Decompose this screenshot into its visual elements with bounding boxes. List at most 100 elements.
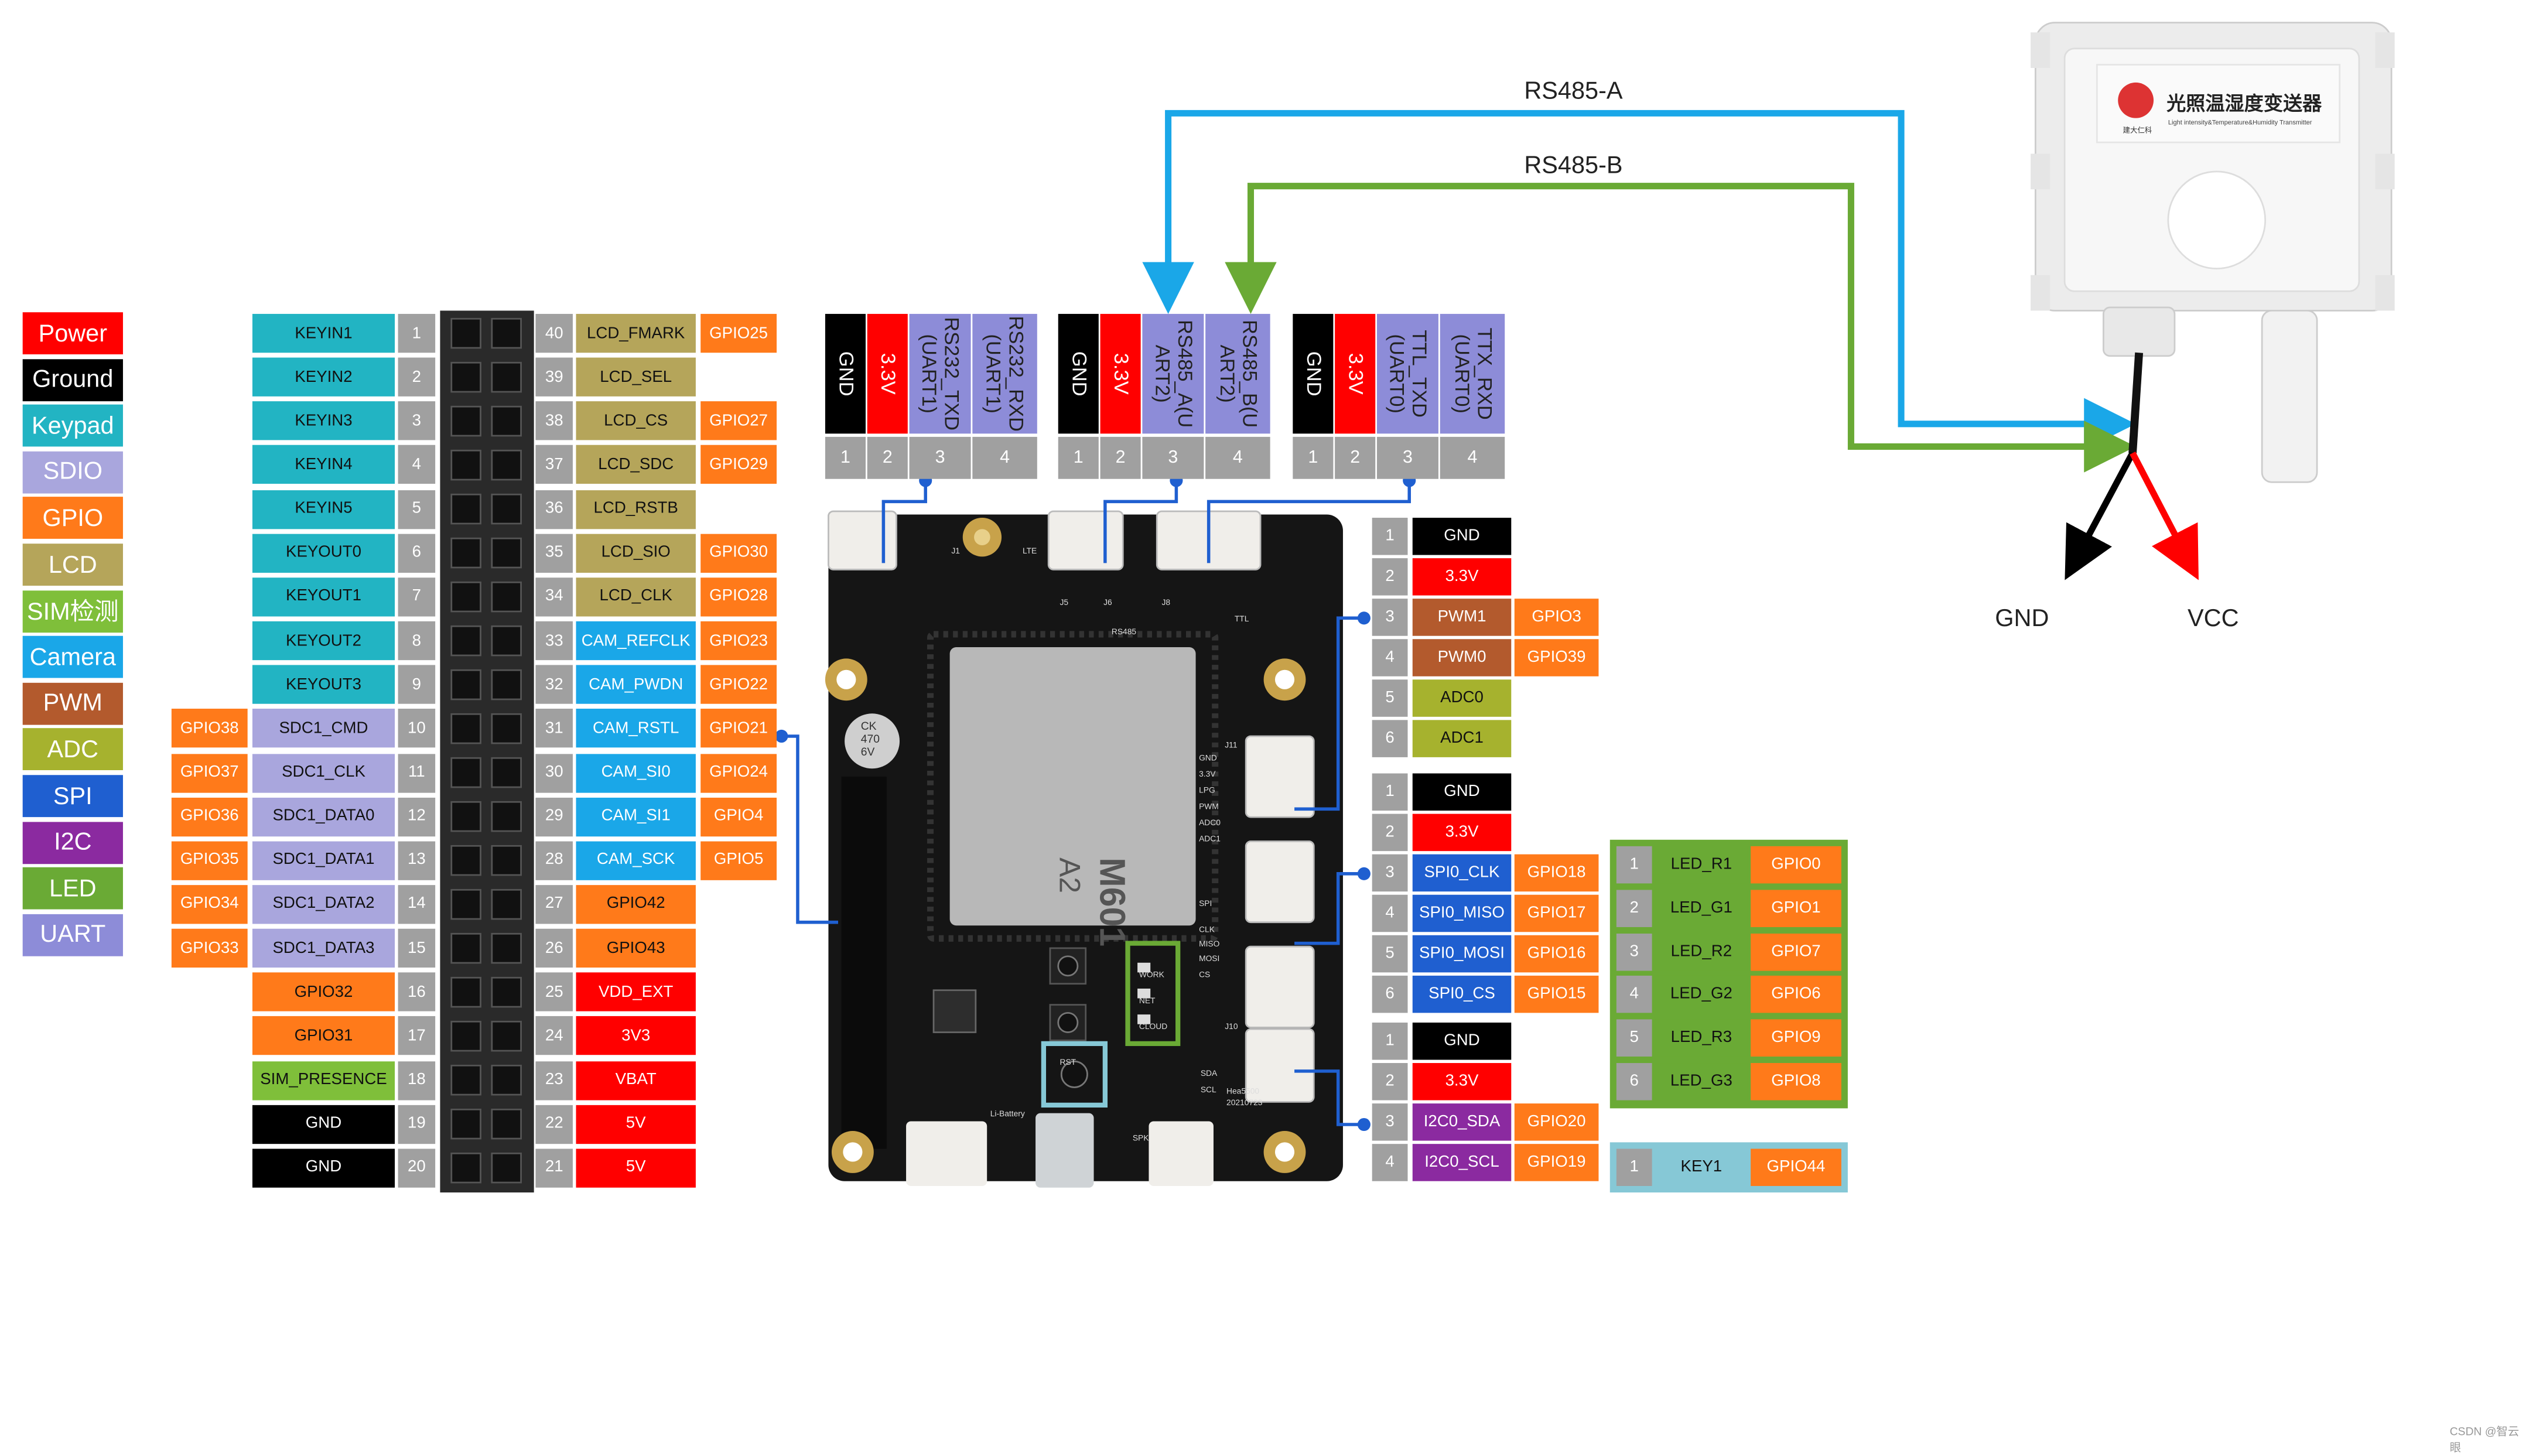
key1-button: [1060, 1060, 1088, 1088]
right-gpio-32: GPIO22: [700, 665, 777, 705]
led-pin-2: 2: [1616, 889, 1652, 927]
silkscreen-label: LTE: [1023, 546, 1037, 555]
status-led: [1137, 988, 1151, 999]
left-func-16: GPIO32: [252, 973, 395, 1012]
rc-1-gpio-4: GPIO17: [1514, 894, 1599, 932]
header-pin-socket: [450, 757, 481, 788]
rc-2-pin-4: 4: [1372, 1144, 1408, 1181]
rc-1-gpio-5: GPIO16: [1514, 935, 1599, 973]
left-func-14: SDC1_DATA2: [252, 884, 395, 924]
right-gpio-37: GPIO29: [700, 445, 777, 485]
top-conn-2-pin-1: 2: [1335, 436, 1376, 479]
header-pin-socket: [450, 1020, 481, 1052]
jst-connector-side: [1245, 735, 1315, 818]
header-pin-socket: [450, 317, 481, 349]
right-func-39: LCD_SEL: [576, 357, 696, 397]
rc-2-pin-3: 3: [1372, 1103, 1408, 1141]
led-func-3: LED_R2: [1655, 932, 1748, 970]
legend-adc: ADC: [22, 729, 123, 771]
left-pin-12: 12: [398, 797, 436, 836]
right-gpio-40: GPIO25: [700, 313, 777, 353]
usb-c-port: [1035, 1113, 1094, 1188]
top-conn-2-cell-0: GND: [1293, 313, 1334, 434]
left-pin-2: 2: [398, 357, 436, 397]
header-pin-socket: [491, 581, 522, 613]
right-func-23: VBAT: [576, 1061, 696, 1100]
left-pin-14: 14: [398, 884, 436, 924]
key1-highlight: [1041, 1041, 1108, 1108]
header-pin-socket: [491, 976, 522, 1008]
sensor-brand: 建大仁科: [2123, 126, 2152, 135]
left-pin-3: 3: [398, 401, 436, 441]
status-led: [1137, 962, 1151, 973]
header-pin-socket: [491, 317, 522, 349]
top-conn-label: RS232_RXD (UART1): [982, 316, 1028, 432]
rc-1-pin-5: 5: [1372, 935, 1408, 973]
right-pin-33: 33: [535, 621, 573, 661]
header-pin-socket: [450, 1108, 481, 1140]
right-func-34: LCD_CLK: [576, 577, 696, 617]
right-pin-28: 28: [535, 840, 573, 880]
top-conn-label: GND: [1301, 351, 1325, 397]
header-pin-socket: [491, 757, 522, 788]
top-conn-1-pin-0: 1: [1058, 436, 1099, 479]
jst-connector-side: [1245, 840, 1315, 924]
left-func-10: SDC1_CMD: [252, 709, 395, 748]
silkscreen-label: TTL: [1235, 614, 1249, 623]
right-func-26: GPIO43: [576, 928, 696, 968]
header-pin-socket: [450, 932, 481, 964]
led-gpio-1: GPIO0: [1751, 846, 1841, 884]
right-pin-23: 23: [535, 1061, 573, 1100]
silkscreen-label: J6: [1103, 597, 1112, 607]
left-func-2: KEYIN2: [252, 357, 395, 397]
top-conn-0-cell-0: GND: [825, 313, 866, 434]
rc-1-func-6: SPI0_CS: [1412, 975, 1512, 1013]
legend-i2c: I2C: [22, 821, 123, 864]
top-conn-label: 3.3V: [1109, 353, 1132, 395]
rs485-b-label: RS485-B: [1524, 152, 1623, 180]
silkscreen-label: WORK: [1139, 970, 1165, 979]
top-conn-0-pin-0: 1: [825, 436, 866, 479]
left-pin-10: 10: [398, 709, 436, 748]
mounting-hole-center: [843, 1142, 863, 1162]
rc-1-func-5: SPI0_MOSI: [1412, 935, 1512, 973]
rc-1-func-2: 3.3V: [1412, 814, 1512, 852]
top-conn-1-pin-2: 3: [1142, 436, 1204, 479]
gnd-wire: [2065, 451, 2135, 580]
mount-tab: [2031, 153, 2050, 190]
wire-ttl: [1207, 480, 1411, 563]
right-pin-22: 22: [535, 1104, 573, 1144]
silkscreen-label: MOSI: [1199, 953, 1219, 963]
left-pin-4: 4: [398, 445, 436, 485]
legend-pwm: PWM: [22, 682, 123, 725]
legend-led: LED: [22, 867, 123, 910]
led-gpio-4: GPIO6: [1751, 976, 1841, 1014]
right-pin-27: 27: [535, 884, 573, 924]
right-pin-38: 38: [535, 401, 573, 441]
silkscreen-label: RS485: [1112, 627, 1137, 636]
left-func-18: SIM_PRESENCE: [252, 1061, 395, 1100]
right-func-29: CAM_SI1: [576, 797, 696, 836]
module-sub: A2: [1054, 857, 1086, 893]
right-func-35: LCD_SIO: [576, 533, 696, 573]
key-pin: 1: [1616, 1149, 1652, 1186]
left-pin-strip: [841, 777, 887, 1149]
jst-connector-top: [828, 510, 897, 570]
top-conn-0-cell-2: RS232_TXD (UART1): [909, 313, 971, 434]
right-func-27: GPIO42: [576, 884, 696, 924]
rc-0-func-2: 3.3V: [1412, 558, 1512, 596]
header-pin-socket: [491, 669, 522, 700]
status-led: [1137, 1014, 1151, 1024]
rc-0-func-1: GND: [1412, 518, 1512, 555]
header-pin-socket: [450, 361, 481, 393]
mount-tab: [2375, 32, 2395, 69]
silkscreen-label: MISO: [1199, 939, 1220, 948]
rc-0-pin-2: 2: [1372, 558, 1408, 596]
top-conn-label: GND: [834, 351, 857, 397]
header-pin-socket: [450, 449, 481, 481]
jst-connector-side: [1245, 1028, 1315, 1103]
rc-0-gpio-4: GPIO39: [1514, 639, 1599, 676]
mounting-hole-center: [1274, 1142, 1295, 1162]
header-pin-socket: [450, 581, 481, 613]
